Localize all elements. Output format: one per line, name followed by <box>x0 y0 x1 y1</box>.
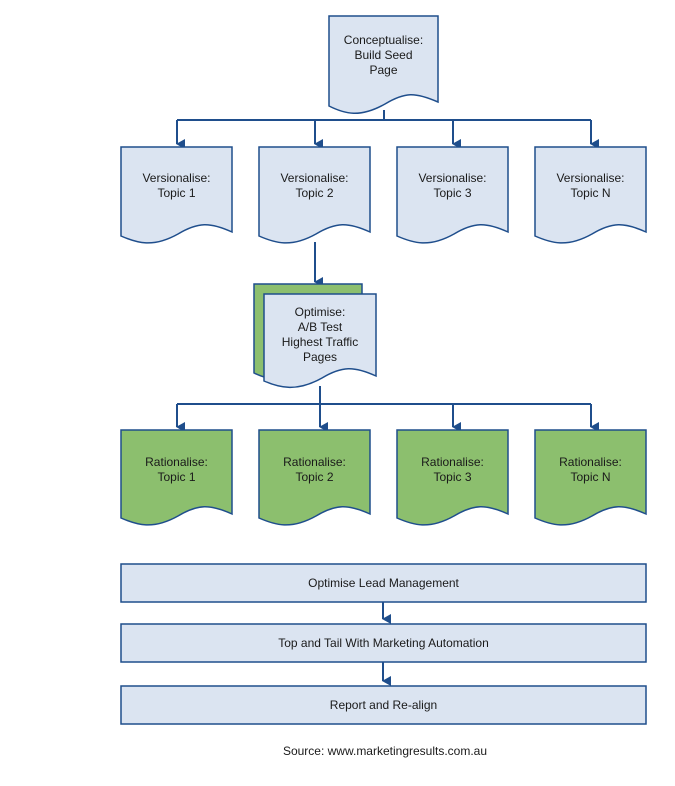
rationalise-topic-n-label: Rationalise: Topic N <box>559 455 622 484</box>
optimise-label: Optimise: A/B Test Highest Traffic Pages <box>281 305 359 364</box>
versionalise-topic-1-label: Versionalise: Topic 1 <box>142 171 211 200</box>
rationalise-topic-3-label: Rationalise: Topic 3 <box>421 455 484 484</box>
step-report-and-realign-shape <box>120 685 647 725</box>
rationalise-topic-1-label: Rationalise: Topic 1 <box>145 455 208 484</box>
source-caption: Source: www.marketingresults.com.au <box>282 744 488 758</box>
rationalise-topic-n-shape <box>534 429 647 526</box>
rationalise-topic-1-shape <box>120 429 233 526</box>
step-optimise-lead-management-label: Optimise Lead Management <box>308 575 459 590</box>
step-optimise-lead-management-shape <box>120 563 647 603</box>
versionalise-topic-3-label: Versionalise: Topic 3 <box>418 171 487 200</box>
step-top-and-tail-shape <box>120 623 647 663</box>
rationalise-topic-2-label: Rationalise: Topic 2 <box>283 455 346 484</box>
conceptualise-label: Conceptualise: Build Seed Page <box>343 32 424 77</box>
rationalise-topic-2-shape <box>258 429 371 526</box>
step-report-and-realign-label: Report and Re-align <box>329 697 438 712</box>
step-top-and-tail-label: Top and Tail With Marketing Automation <box>278 635 489 650</box>
versionalise-topic-2-label: Versionalise: Topic 2 <box>280 171 349 200</box>
versionalise-topic-1-shape <box>120 146 233 244</box>
conceptualise-shape <box>328 15 439 114</box>
versionalise-topic-n-label: Versionalise: Topic N <box>556 171 625 200</box>
versionalise-topic-2-shape <box>258 146 371 244</box>
optimise-front-sheet <box>263 293 377 389</box>
versionalise-topic-3-shape <box>396 146 509 244</box>
rationalise-topic-3-shape <box>396 429 509 526</box>
versionalise-topic-n-shape <box>534 146 647 244</box>
